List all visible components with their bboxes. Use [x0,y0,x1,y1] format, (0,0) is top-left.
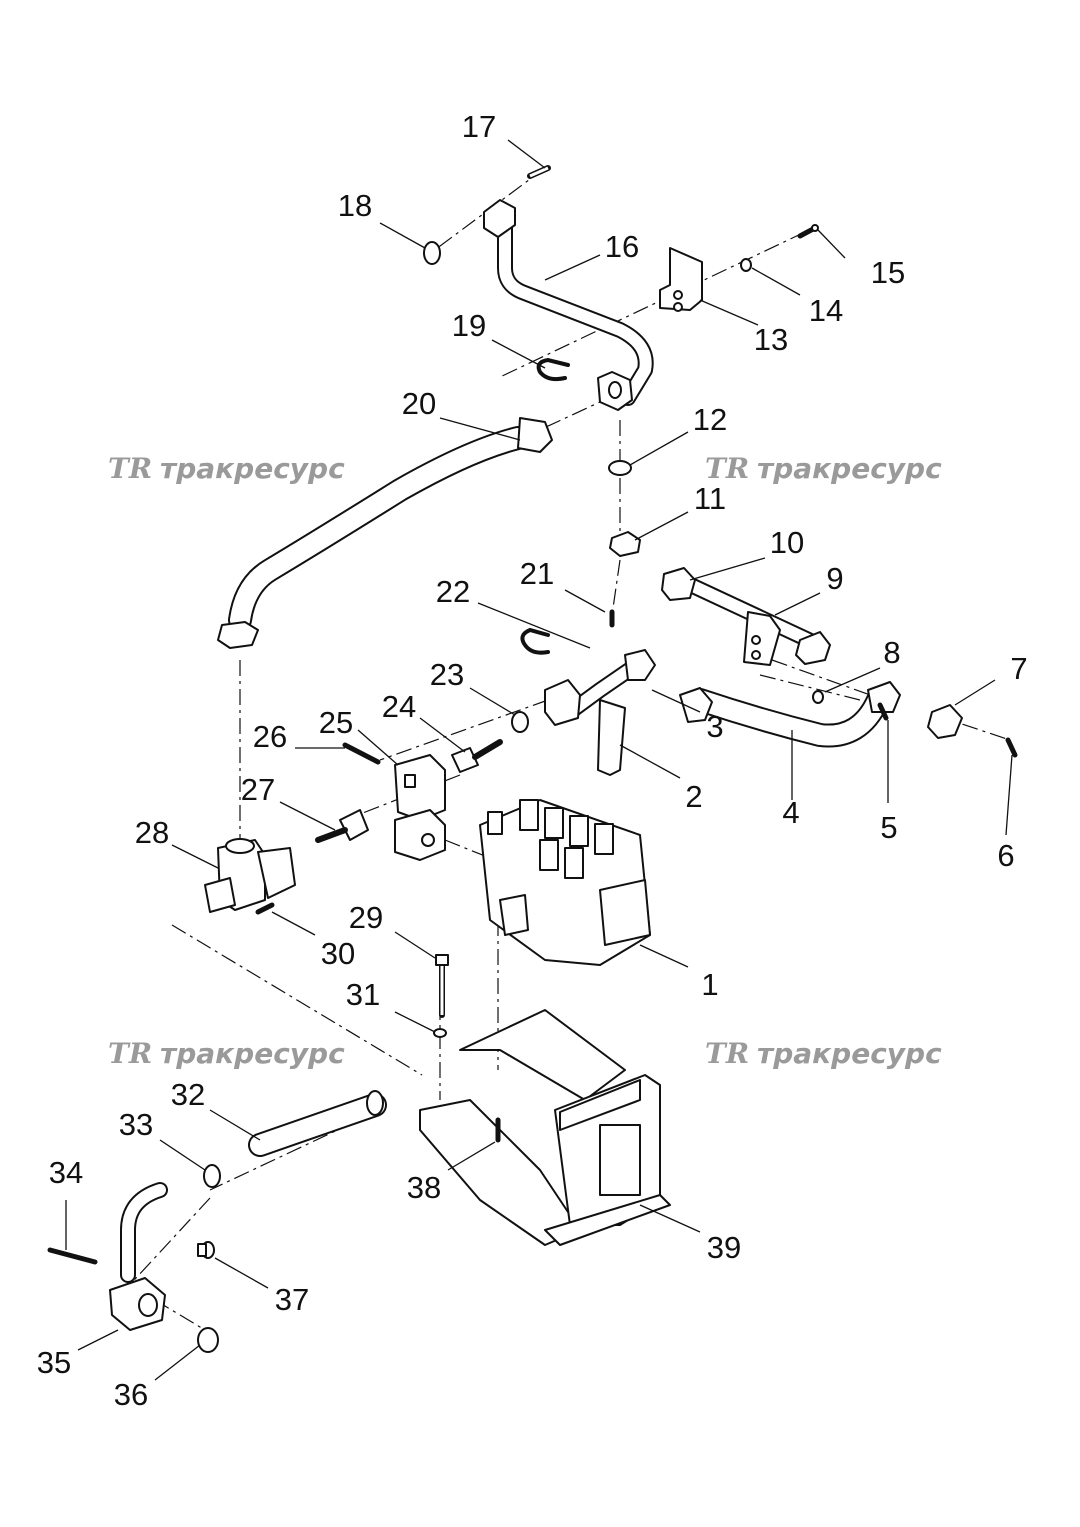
part-9-bracket [743,611,781,666]
watermark-top-left: TR тракресурс [108,452,345,485]
callout-26: 26 [253,719,287,754]
watermark-logo: TR [705,452,749,485]
leader-lines [65,139,1013,1381]
callout-29: 29 [349,900,383,935]
watermark-text: тракресурс [757,1037,942,1070]
watermark-top-right: TR тракресурс [705,452,942,485]
watermark-logo: TR [108,1037,152,1070]
watermark-bottom-right: TR тракресурс [705,1037,942,1070]
callout-15: 15 [871,255,905,290]
part-34-bolt [47,1247,98,1265]
part-28-block [204,838,296,913]
callout-35: 35 [37,1345,71,1380]
callout-24: 24 [382,689,416,724]
callout-21: 21 [520,556,554,591]
callout-33: 33 [119,1107,153,1142]
part-3-pipe [544,649,656,726]
watermark-logo: TR [705,1037,749,1070]
part-31-washer [433,1028,447,1038]
callout-9: 9 [826,561,843,596]
part-14-washer [740,258,752,272]
part-32-hose [248,1090,387,1157]
callout-12: 12 [693,402,727,437]
callout-19: 19 [452,308,486,343]
part-8-oring [812,690,824,704]
part-2-bracket [597,699,626,776]
callout-14: 14 [809,293,843,328]
part-13-bracket [659,247,703,312]
callout-25: 25 [319,705,353,740]
part-17-bolt [527,165,551,179]
callout-39: 39 [707,1230,741,1265]
part-37-plug [197,1241,215,1259]
part-20-hose [217,417,553,649]
part-30-bolt [255,902,275,915]
part-11-flange [609,531,641,557]
part-4-hose [679,681,901,748]
callout-31: 31 [346,977,380,1012]
callout-11: 11 [694,481,726,516]
callout-16: 16 [605,229,639,264]
part-15-bolt [797,224,819,239]
part-36-oring [197,1327,219,1353]
callout-32: 32 [171,1077,205,1112]
part-7-flange [927,704,963,739]
watermark-text: тракресурс [757,452,942,485]
callout-28: 28 [135,815,169,850]
part-19-ubolt [536,357,570,382]
callout-17: 17 [462,109,496,144]
callout-2: 2 [685,779,702,814]
part-35-elbow [109,1182,168,1331]
callout-36: 36 [114,1377,148,1412]
part-18-oring [423,241,441,265]
part-16-pipe [483,199,654,411]
callout-13: 13 [754,322,788,357]
callout-4: 4 [782,795,799,830]
part-29-bolt [435,954,449,1018]
callout-23: 23 [430,657,464,692]
watermark-text: тракресурс [160,452,345,485]
watermark-text: тракресурс [160,1037,345,1070]
callout-18: 18 [338,188,372,223]
part-27-fitting [315,809,369,843]
callout-34: 34 [49,1155,83,1190]
callout-6: 6 [997,838,1014,873]
part-22-ubolt [520,627,550,655]
callout-8: 8 [883,635,900,670]
callout-38: 38 [407,1170,441,1205]
callout-37: 37 [275,1282,309,1317]
callout-22: 22 [436,574,470,609]
callout-10: 10 [770,525,804,560]
part-12-oring [608,460,632,476]
part-6-bolt [1005,737,1018,758]
watermark-logo: TR [108,452,152,485]
part-26-bolt [342,742,381,765]
callout-27: 27 [241,772,275,807]
part-39-frame [419,1009,671,1246]
callout-3: 3 [706,709,723,744]
callout-5: 5 [880,810,897,845]
part-23-oring [511,711,529,733]
part-24-fitting [451,739,503,773]
part-5-bolt [877,702,889,721]
callout-numbers: 1 2 3 4 5 6 7 8 9 10 11 12 13 14 15 16 1… [37,109,1028,1412]
part-1-control-valve [479,799,651,966]
part-25-block [394,754,446,861]
callout-1: 1 [701,967,718,1002]
callout-20: 20 [402,386,436,421]
part-33-clamp [203,1164,221,1188]
callout-7: 7 [1010,651,1027,686]
watermark-bottom-left: TR тракресурс [108,1037,345,1070]
callout-30: 30 [321,936,355,971]
